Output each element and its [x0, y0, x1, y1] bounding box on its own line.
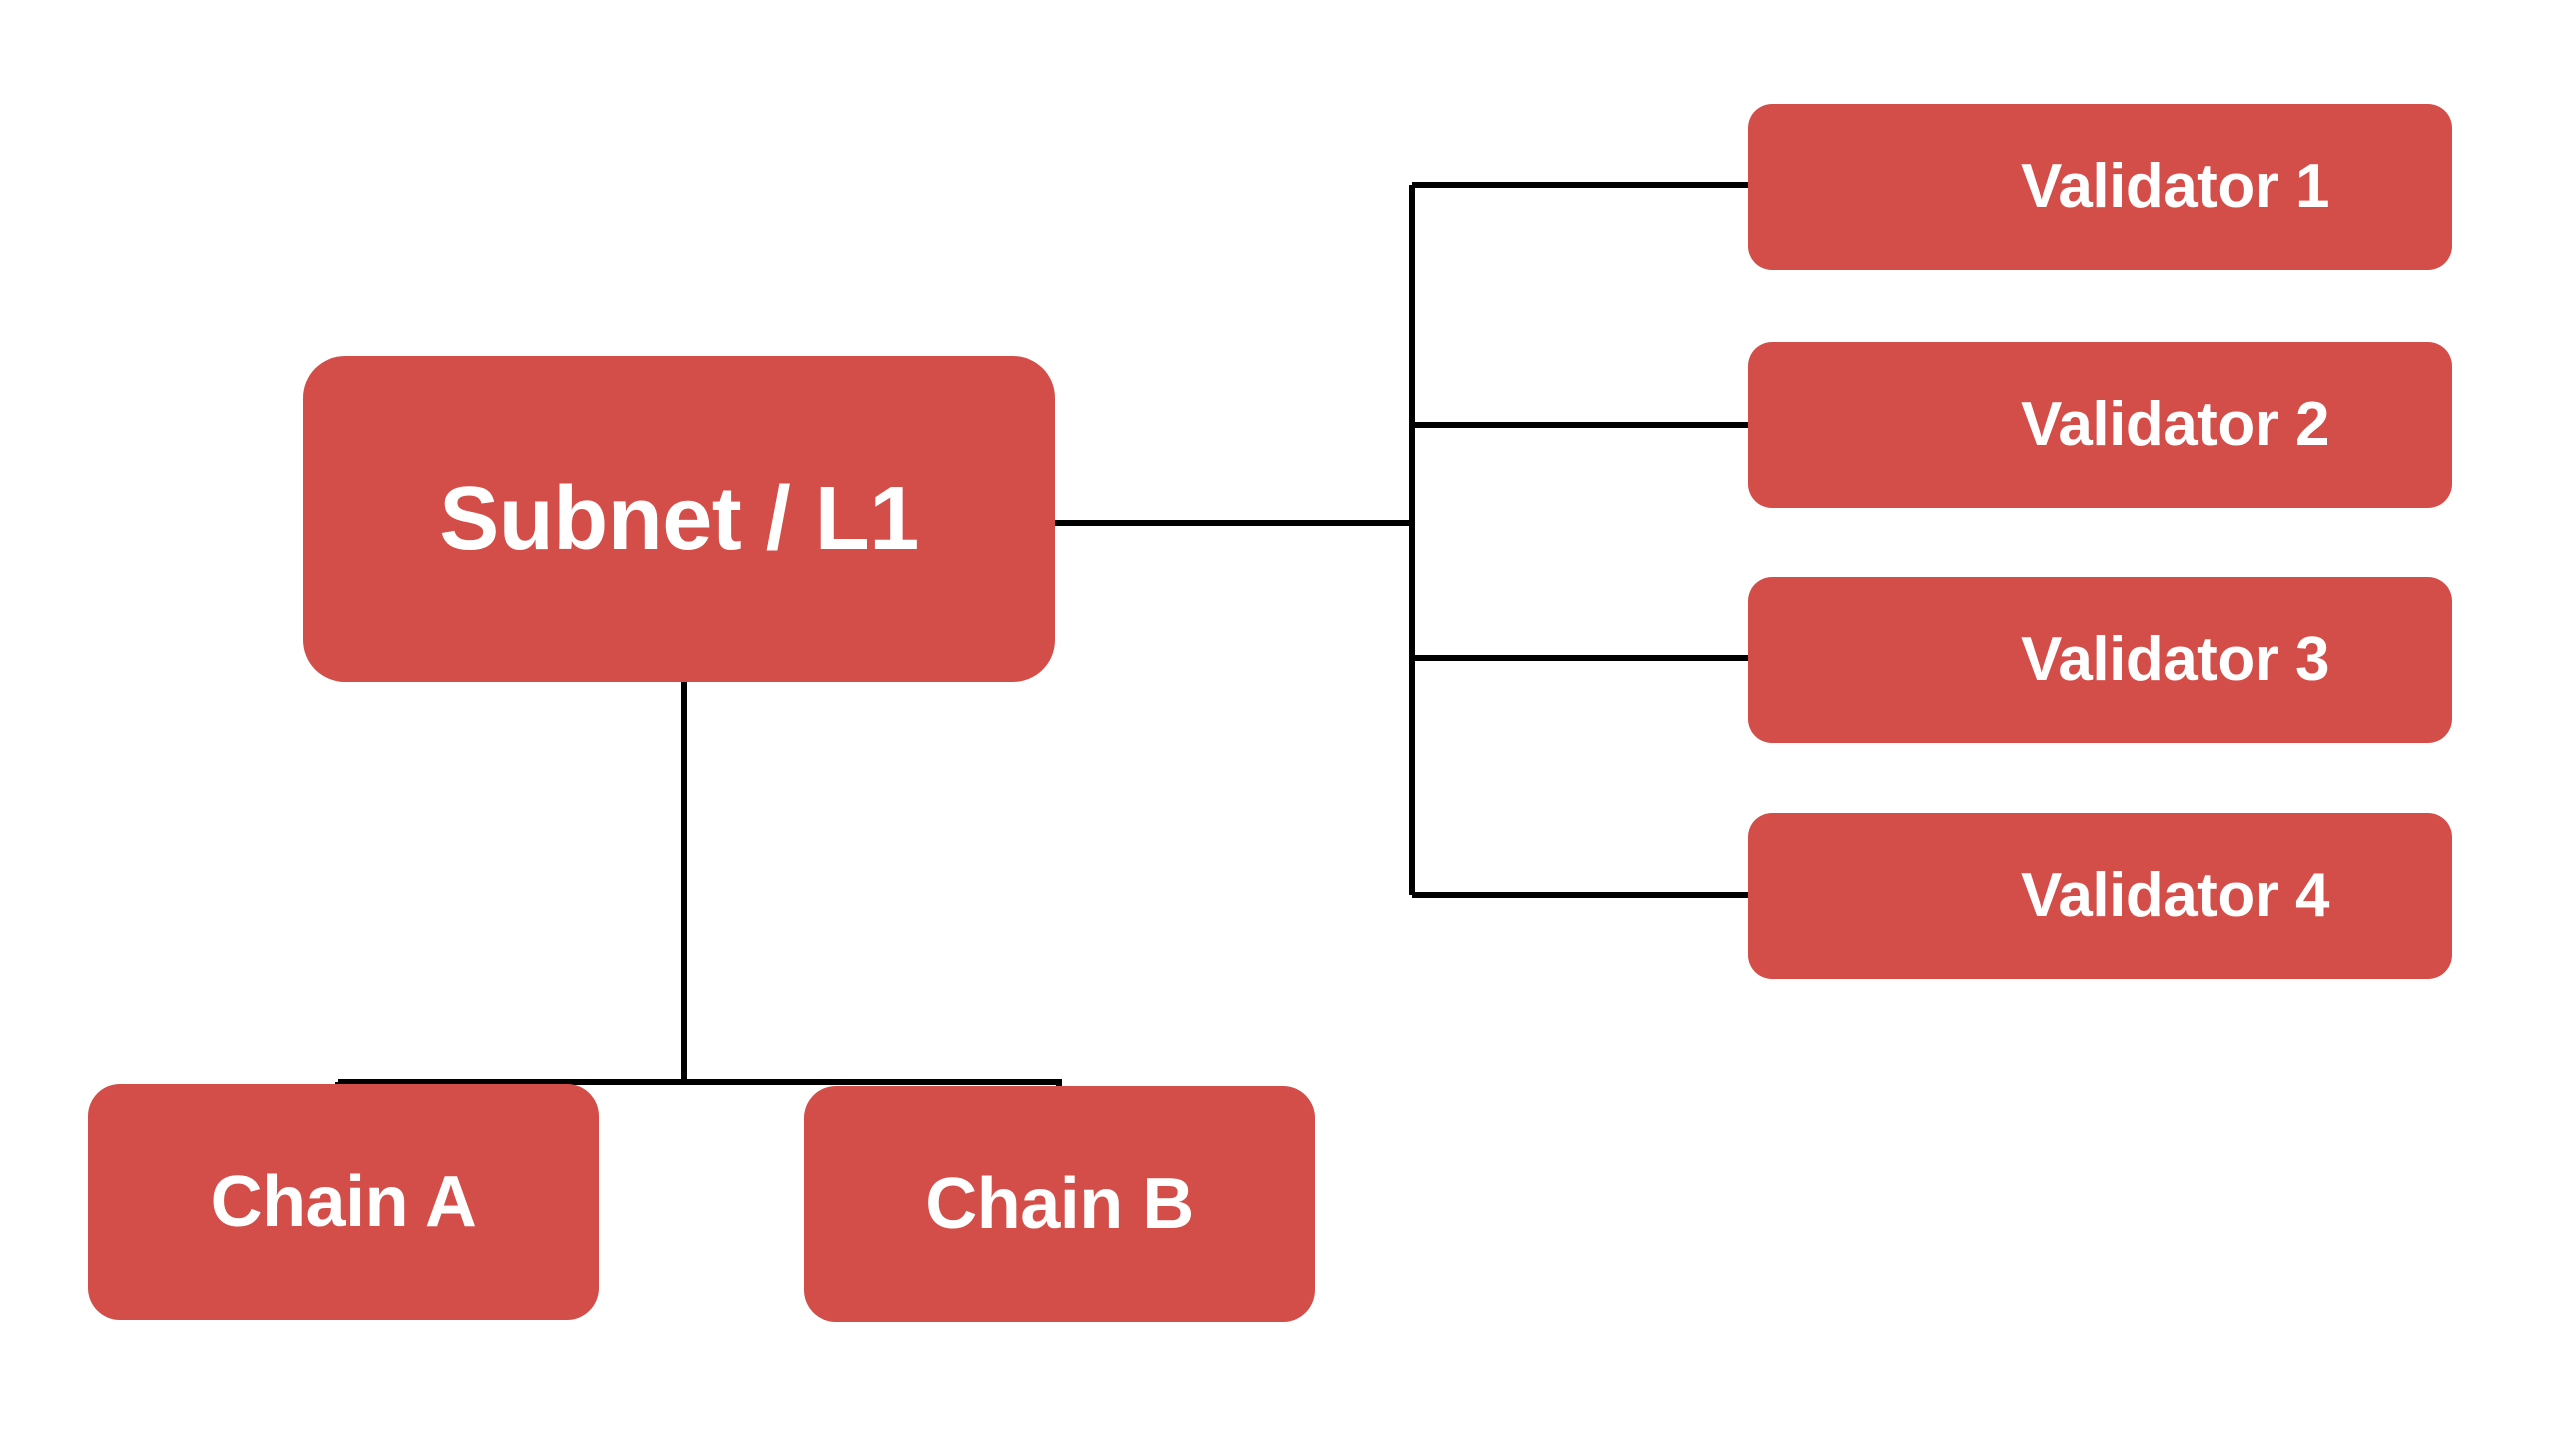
node-chain-a[interactable]: Chain A: [88, 1084, 599, 1320]
node-subnet-l1[interactable]: Subnet / L1: [303, 356, 1055, 682]
node-chain-b[interactable]: Chain B: [804, 1086, 1315, 1322]
node-validator-3[interactable]: Validator 3: [1748, 577, 2452, 743]
node-validator-4[interactable]: Validator 4: [1748, 813, 2452, 979]
node-validator-2[interactable]: Validator 2: [1748, 342, 2452, 508]
node-validator-1[interactable]: Validator 1: [1748, 104, 2452, 270]
